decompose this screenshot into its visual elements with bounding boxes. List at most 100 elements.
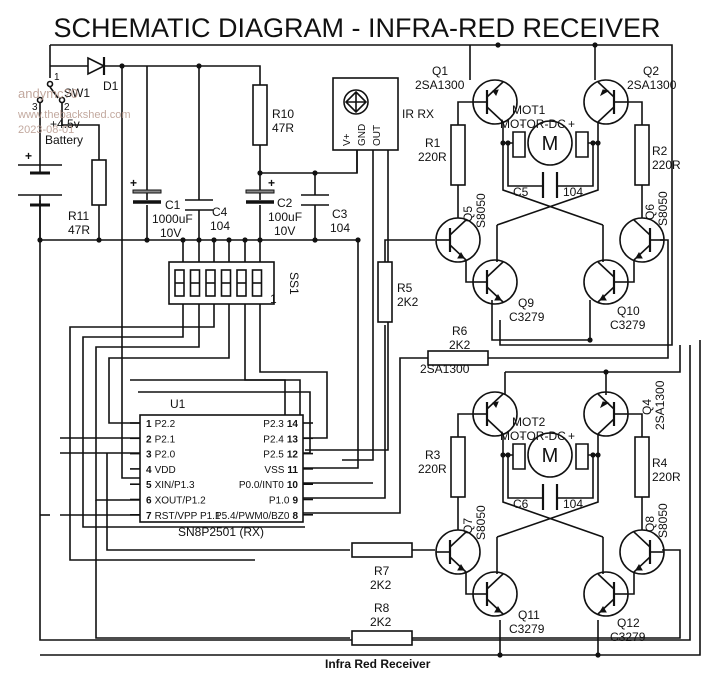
resistor-r7: R7 2K2 [351, 542, 413, 592]
sw1-pin3: 3 [32, 102, 38, 113]
bridge1-qhl-ref: Q1 [432, 64, 448, 78]
bridge1-qhr-ref: Q2 [643, 64, 659, 78]
r10-value: 47R [272, 121, 294, 135]
r8-ref: R8 [374, 601, 390, 615]
bridge1-q5-arrow [457, 252, 465, 259]
bridge2-q7-arrow [457, 564, 465, 571]
bridge1-q2 [583, 79, 629, 125]
bridge1-motor-glyph: M [542, 133, 559, 155]
bridge2-r-right-value: 220R [652, 470, 681, 484]
display-wire-2 [95, 304, 200, 501]
c2-plus: + [268, 176, 275, 190]
sw1-r11-wire [61, 100, 100, 160]
bridge2-qhr-part: 2SA1300 [653, 380, 667, 430]
bridge2-r-left-value: 220R [418, 462, 447, 476]
vcc-rail-right [469, 44, 673, 346]
bridge1-r2 [634, 124, 650, 186]
bridge2-q3-arrow [492, 401, 499, 409]
bridge2-qdr-ref: Q8 [643, 516, 657, 532]
c1-value: 1000uF [152, 212, 193, 226]
bridge1-q10 [583, 259, 629, 305]
diode-d1: D1 [87, 56, 119, 93]
bridge2-qlr-part: C3279 [610, 630, 646, 644]
display-seg-wires [182, 240, 261, 262]
p54-wire [283, 357, 428, 514]
battery-voltage: +4.5v [50, 117, 80, 131]
bridge1-motor-ref: MOT1 [512, 103, 546, 117]
bridge2-qdl-ref: Q7 [461, 518, 475, 534]
r11-value: 47R [68, 223, 90, 237]
seven-segment-display-ss1: 1 SS1 [168, 261, 301, 306]
bridge1-r-right-value: 220R [652, 158, 681, 172]
bridge1-r-left-ref: R1 [425, 136, 441, 150]
bridge1-motor-icon [527, 120, 573, 166]
bridge1-motor-plus: + [568, 117, 575, 131]
bridge1-qlr-ref: Q10 [617, 304, 640, 318]
cap-ground-wires [146, 205, 316, 240]
u1-ref: U1 [170, 397, 186, 411]
c1-plus: + [130, 176, 137, 190]
bridge1-r1 [450, 124, 466, 186]
r11-ref: R11 [68, 209, 89, 223]
bridge1-qll-part: C3279 [509, 310, 545, 324]
c4-ref: C4 [212, 205, 228, 219]
bridge2-motor-type: MOTOR-DC [500, 429, 566, 443]
ir-pin-out: OUT [372, 125, 383, 146]
bridge2-q7 [435, 529, 481, 575]
bridge2-q4 [583, 391, 629, 437]
bridge2-supply [504, 345, 681, 395]
bridge1-q6-arrow [635, 252, 643, 259]
c1-ref: C1 [165, 198, 181, 212]
bridge2-motor-glyph: M [542, 445, 559, 467]
vss-wire [283, 240, 359, 469]
gnd-outer-wire [39, 200, 691, 641]
r8-to-q8 [385, 549, 681, 639]
bridge1-q9-arrow [494, 294, 502, 301]
c2-rating: 10V [274, 224, 295, 238]
bridge1-motor-type: MOTOR-DC [500, 117, 566, 131]
r10-ref: R10 [272, 107, 294, 121]
c4-value: 104 [210, 219, 230, 233]
ir-receiver: V+ GND OUT IR RX [332, 77, 434, 173]
u1-part: SN8P2501 (RX) [178, 525, 264, 539]
bridge2-cap-value: 104 [563, 497, 583, 511]
bridge2-r-left-ref: R3 [425, 448, 441, 462]
ir-pin-vplus: V+ [342, 133, 353, 146]
bridge1-cap-ref: C5 [513, 185, 529, 199]
bridge2-motor-ref: MOT2 [512, 415, 546, 429]
bridge1-qhr-part: 2SA1300 [627, 78, 677, 92]
bridge2-qll-ref: Q11 [518, 608, 540, 622]
bridge1-qlr-part: C3279 [610, 318, 646, 332]
bridge1-q10-arrow [599, 294, 607, 301]
r6-ref: R6 [452, 324, 468, 338]
bridge1-ground [491, 300, 591, 341]
c2-value: 100uF [268, 210, 302, 224]
bridge2-qdr-part: S8050 [656, 503, 670, 538]
bridge1-qdl-ref: Q5 [461, 206, 475, 222]
resistor-r6: R6 2K2 [427, 324, 489, 366]
bridge2-q4-arrow [600, 401, 610, 409]
c2-ref: C2 [277, 196, 293, 210]
bridge1-qdr-ref: Q6 [643, 204, 657, 220]
bridge2-r4 [634, 436, 650, 498]
battery: + +4.5v Battery [18, 117, 83, 213]
ss1-ref: SS1 [287, 272, 301, 295]
bridge1-r-left-value: 220R [418, 150, 447, 164]
r8-wire [95, 500, 350, 639]
display-wire-1 [82, 304, 305, 528]
bridge2-ground [40, 340, 701, 656]
bridge1-q1-arrow [492, 89, 499, 97]
c3-ref: C3 [332, 207, 348, 221]
bridge1-motor-brushes [512, 131, 589, 158]
r7-wire [106, 453, 350, 551]
